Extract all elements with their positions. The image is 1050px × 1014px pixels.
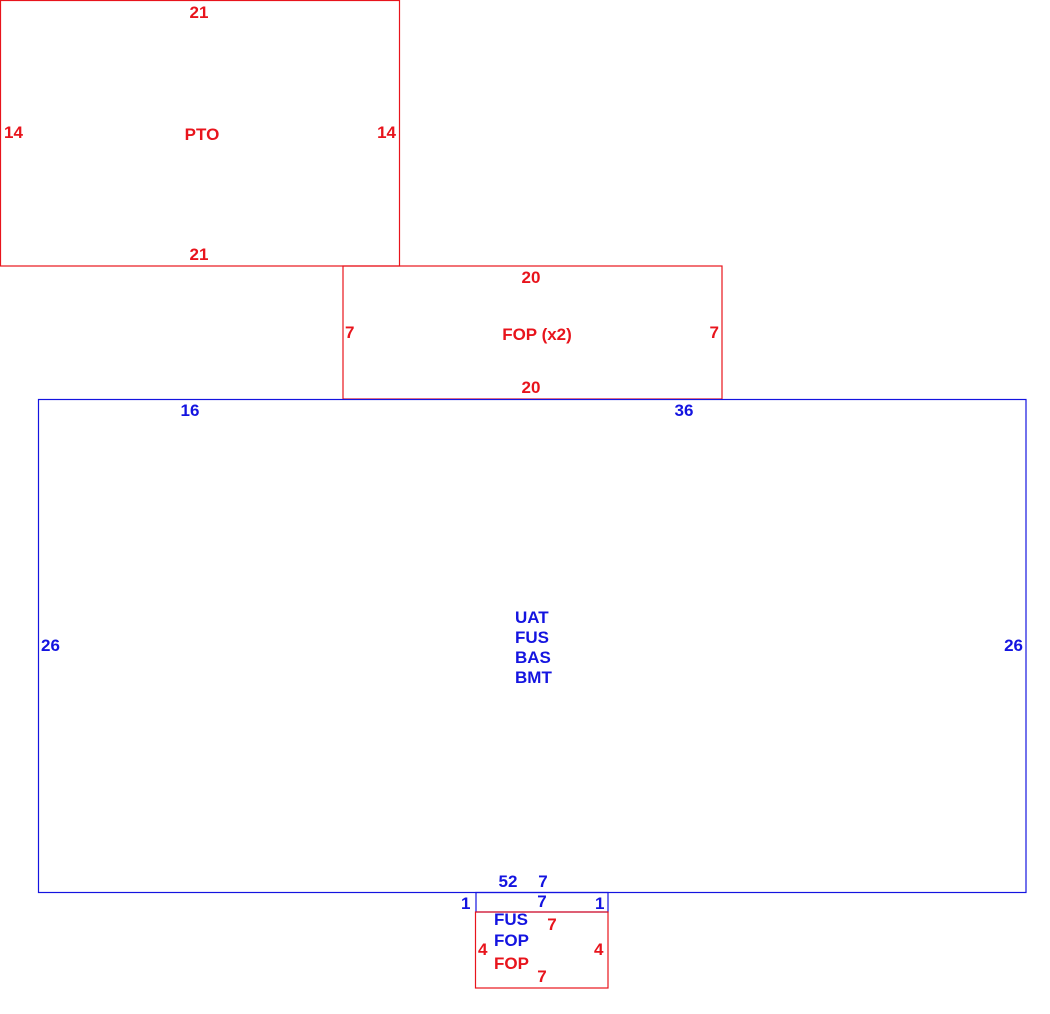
small-blue-top-dim: 7 — [538, 872, 547, 891]
main-label-bas: BAS — [515, 648, 551, 667]
small-blue-label-fop: FOP — [494, 931, 529, 950]
main-top-left-dim: 16 — [181, 401, 200, 420]
pto-top-dim: 21 — [190, 3, 209, 22]
main-left-dim: 26 — [41, 636, 60, 655]
pto-left-dim: 14 — [4, 123, 23, 142]
pto-right-dim: 14 — [377, 123, 396, 142]
fop-x2-right-dim: 7 — [710, 323, 719, 342]
main-bottom-dim: 52 — [499, 872, 518, 891]
fop-x2-label: FOP (x2) — [502, 325, 572, 344]
small-red-label: FOP — [494, 954, 529, 973]
main-label-fus: FUS — [515, 628, 549, 647]
main-top-right-dim: 36 — [675, 401, 694, 420]
small-red-top-dim: 7 — [547, 915, 556, 934]
main-label-bmt: BMT — [515, 668, 552, 687]
main-right-dim: 26 — [1004, 636, 1023, 655]
pto-bottom-dim: 21 — [190, 245, 209, 264]
small-blue-left-dim: 1 — [461, 894, 470, 913]
small-blue-label-fus: FUS — [494, 910, 528, 929]
small-red-bottom-dim: 7 — [537, 967, 546, 986]
fop-x2-left-dim: 7 — [345, 323, 354, 342]
fop-x2-bottom-dim: 20 — [522, 378, 541, 397]
small-red-left-dim: 4 — [478, 940, 488, 959]
pto-area — [0, 0, 401, 267]
small-blue-right-dim: 1 — [595, 894, 604, 913]
small-red-right-dim: 4 — [594, 940, 604, 959]
small-blue-bottom-dim: 7 — [537, 892, 546, 911]
pto-label: PTO — [185, 125, 220, 144]
fop-x2-top-dim: 20 — [522, 268, 541, 287]
small-red-area — [474, 911, 609, 989]
main-label-uat: UAT — [515, 608, 549, 627]
